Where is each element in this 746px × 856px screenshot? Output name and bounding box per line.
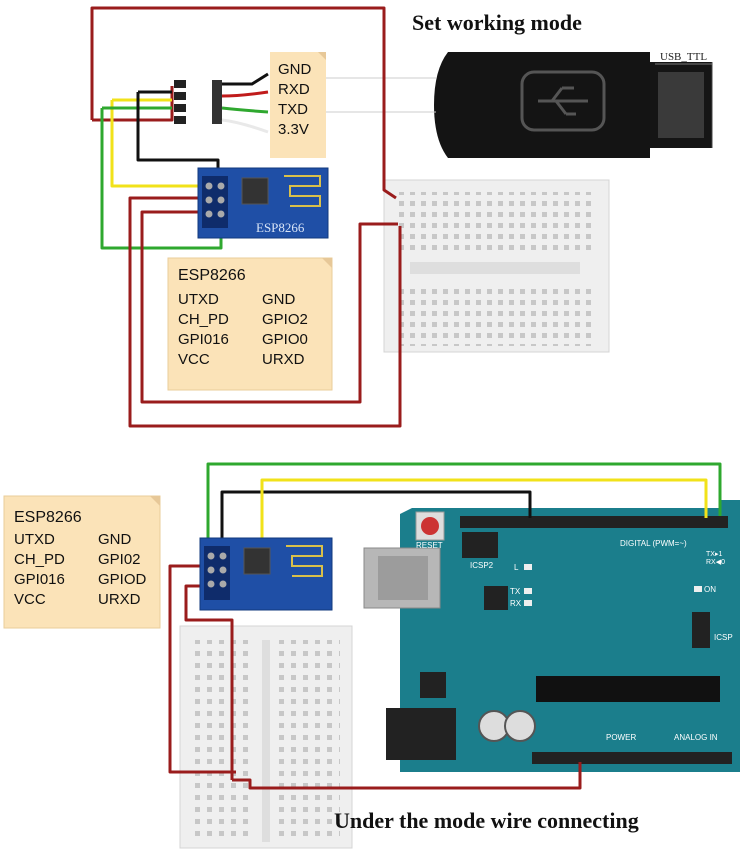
digital-label: DIGITAL (PWM=~) (620, 539, 687, 548)
top-pinout-title: ESP8266 (178, 267, 246, 284)
power-label: POWER (606, 733, 636, 742)
analog-label: ANALOG IN (674, 733, 718, 742)
on-label: ON (704, 585, 716, 594)
top-breadboard (383, 179, 610, 353)
icsp2-label: ICSP2 (470, 561, 494, 570)
usb-icon (520, 70, 606, 132)
top-title: Set working mode (412, 10, 582, 35)
arduino-board (363, 500, 740, 772)
usb-device-label: USB_TTL (660, 51, 707, 63)
bottom-pin-vcc: VCC (14, 591, 46, 608)
top-esp8266-module (197, 167, 329, 239)
rx-pin-label: RX◀0 (706, 559, 725, 566)
bottom-wires (168, 462, 722, 790)
usb-pin-3v3: 3.3V (278, 121, 309, 138)
top-pin-vcc: VCC (178, 351, 210, 368)
bottom-pin-urxd: URXD (98, 591, 141, 608)
led-label-tx: TX (510, 587, 521, 596)
top-pin-gnd: GND (262, 291, 296, 308)
bottom-breadboard (179, 625, 353, 849)
usb-connector-cable (174, 72, 269, 134)
bottom-pinout-title: ESP8266 (14, 509, 82, 526)
tx-pin-label: TX▸1 (706, 551, 722, 558)
bottom-pin-chpd: CH_PD (14, 551, 65, 568)
usb-ttl-dongle (310, 52, 713, 158)
reset-label: RESET (416, 541, 443, 550)
top-pin-gpio16: GPI016 (178, 331, 229, 348)
led-label-l: L (514, 563, 519, 572)
top-pin-chpd: CH_PD (178, 311, 229, 328)
top-pin-gpio2: GPIO2 (262, 311, 308, 328)
top-pin-gpio0: GPIO0 (262, 331, 308, 348)
bottom-pin-gnd: GND (98, 531, 132, 548)
usb-pin-rxd: RXD (278, 81, 310, 98)
led-label-rx: RX (510, 599, 522, 608)
bottom-pinout-note (3, 495, 161, 629)
icsp-label: ICSP (714, 633, 733, 642)
usb-pin-gnd: GND (278, 61, 312, 78)
top-module-label: ESP8266 (256, 220, 305, 235)
top-pin-utxd: UTXD (178, 291, 219, 308)
usb-pin-txd: TXD (278, 101, 308, 118)
bottom-pin-gpio0: GPIOD (98, 571, 147, 588)
top-pin-urxd: URXD (262, 351, 305, 368)
bottom-title: Under the mode wire connecting (334, 808, 639, 833)
bottom-pin-utxd: UTXD (14, 531, 55, 548)
top-pinout-note (167, 257, 333, 391)
bottom-pin-gpio2: GPI02 (98, 551, 141, 568)
bottom-pin-gpio16: GPI016 (14, 571, 65, 588)
usb-pin-note (270, 52, 326, 158)
bottom-esp8266-module (199, 537, 333, 611)
